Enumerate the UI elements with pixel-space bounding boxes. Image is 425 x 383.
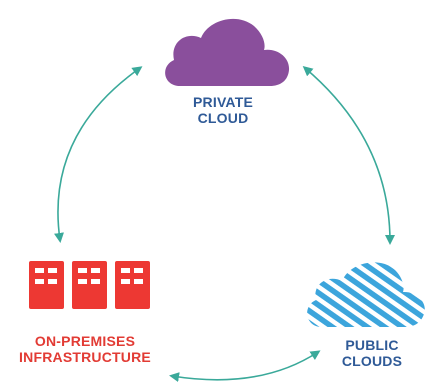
- server-rack-2: [72, 261, 107, 309]
- arrow-onprem-to-public: [169, 350, 321, 383]
- private-cloud-icon: [165, 18, 290, 87]
- on-premises-label: ON-PREMISES INFRASTRUCTURE: [0, 333, 170, 365]
- server-icon: [29, 261, 150, 309]
- private-cloud-label-line1: PRIVATE: [193, 94, 253, 110]
- private-cloud-label-line2: CLOUD: [197, 110, 249, 126]
- on-premises-label-line2: INFRASTRUCTURE: [19, 349, 151, 365]
- private-cloud-label: PRIVATE CLOUD: [168, 94, 278, 126]
- striped-cloud-icon: [307, 262, 425, 327]
- public-clouds-label-line2: CLOUDS: [341, 353, 403, 369]
- on-premises-label-line1: ON-PREMISES: [34, 333, 136, 349]
- arrow-private-to-onprem: [54, 66, 143, 243]
- public-clouds-label: PUBLIC CLOUDS: [322, 337, 422, 369]
- public-clouds-label-line1: PUBLIC: [345, 337, 399, 353]
- server-rack-3: [115, 261, 150, 309]
- server-rack-1: [29, 261, 64, 309]
- arrow-private-to-public: [302, 66, 395, 245]
